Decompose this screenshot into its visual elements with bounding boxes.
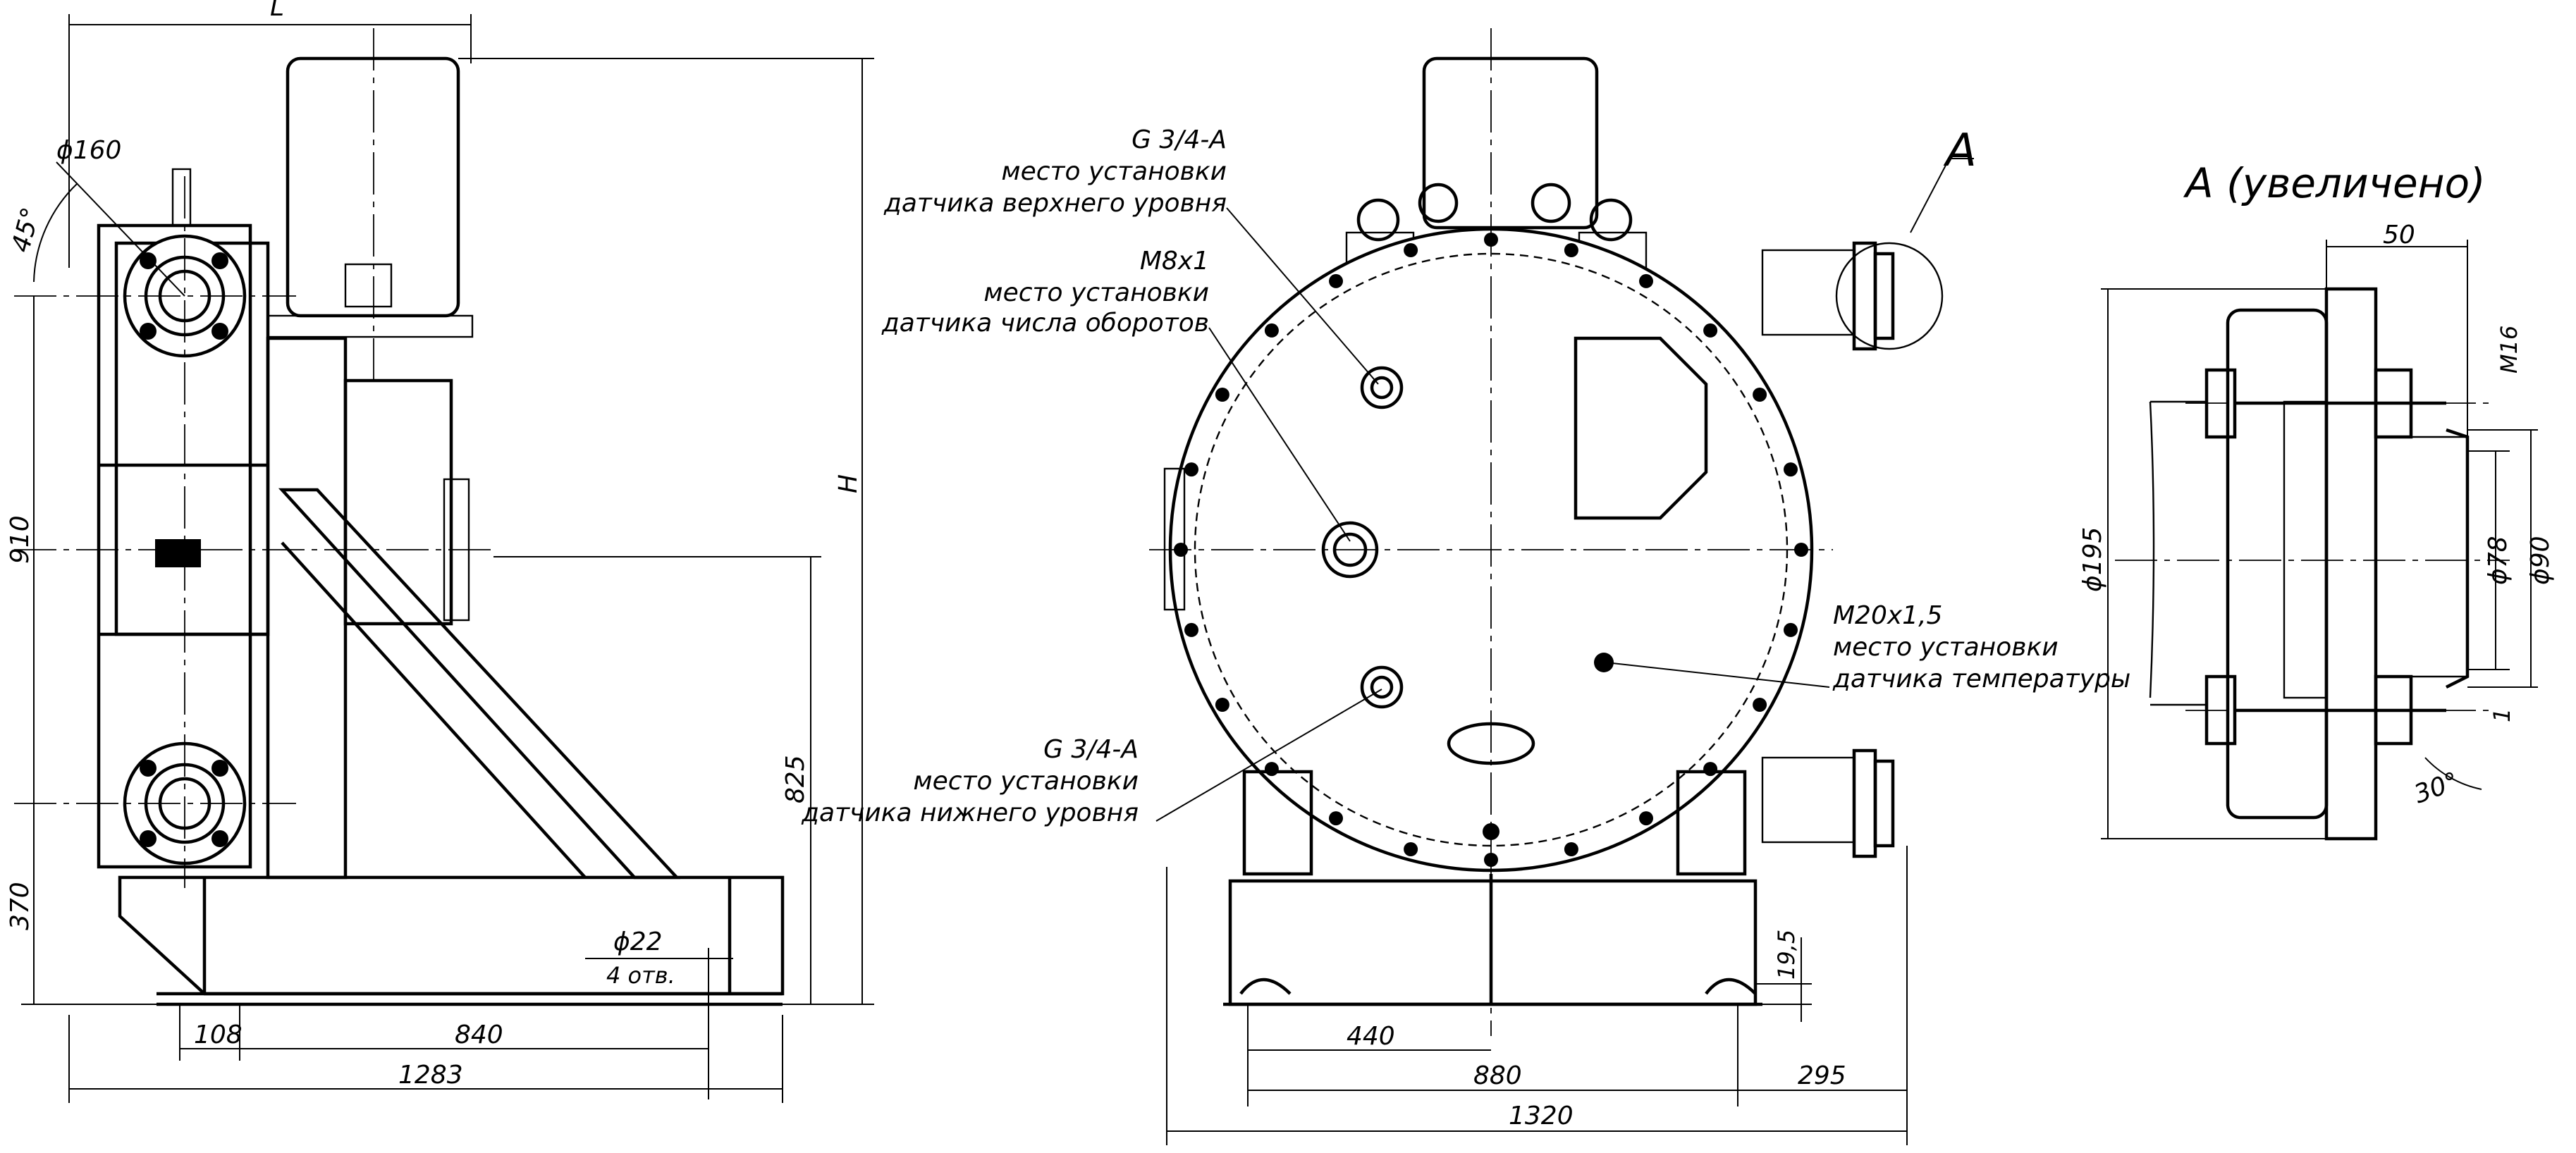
dim-H: H — [834, 474, 863, 493]
rim-bolt — [1184, 622, 1198, 637]
dim-M16: M16 — [2496, 326, 2522, 374]
dim-1320: 1320 — [1509, 1102, 1574, 1130]
gearbox — [343, 378, 453, 626]
label-upper-sensor: G 3/4-A место установки датчика верхнего… — [883, 125, 1227, 218]
nameplate — [155, 539, 201, 567]
dim-19-5: 19,5 — [1773, 930, 1800, 980]
mating-flange — [2324, 287, 2378, 841]
rim-bolt — [1753, 388, 1767, 402]
svg-text:место установки: место установки — [983, 278, 1209, 307]
svg-text:датчика нижнего уровня: датчика нижнего уровня — [801, 799, 1139, 827]
dim-295: 295 — [1798, 1061, 1846, 1090]
detail-view-A: A (увеличено) — [2078, 159, 2555, 841]
detail-A-circle — [1835, 242, 1944, 350]
dim-phi195: ϕ195 — [2078, 527, 2107, 592]
dim-1: 1 — [2489, 708, 2515, 722]
view-marker-A: A — [1943, 125, 1977, 177]
dim-45deg: 45° — [6, 204, 46, 255]
dim-825: 825 — [781, 755, 810, 803]
detail-title: A (увеличено) — [2183, 159, 2486, 207]
dim-910: 910 — [6, 515, 35, 564]
dim-phi160: ϕ160 — [56, 136, 121, 165]
svg-text:датчика числа оборотов: датчика числа оборотов — [881, 309, 1209, 338]
rim-bolt — [1404, 842, 1418, 856]
rim-bolt — [1703, 323, 1718, 338]
rim-bolt — [1264, 762, 1279, 777]
rim-bolt — [1784, 462, 1798, 477]
svg-text:место установки: место установки — [1833, 633, 2059, 662]
svg-text:место установки: место установки — [913, 767, 1139, 796]
rim-bolt — [1753, 698, 1767, 712]
rim-bolt — [1264, 323, 1279, 338]
rim-bolt — [1639, 811, 1653, 826]
rim-bolt — [1564, 243, 1578, 257]
terminal-box — [344, 263, 393, 308]
dim-phi90: ϕ90 — [2526, 536, 2555, 585]
dim-30deg: 30° — [2410, 767, 2462, 809]
inspection-hatch — [1574, 336, 1708, 520]
rim-bolt — [1329, 811, 1343, 826]
svg-text:G 3/4-A: G 3/4-A — [1043, 735, 1139, 764]
base-frame — [118, 875, 785, 996]
rim-bolt — [1329, 273, 1343, 288]
base-front — [1228, 879, 1758, 1006]
dim-370: 370 — [6, 882, 35, 930]
front-view: G 3/4-A место установки датчика верхнего… — [801, 28, 2130, 1145]
frame-brace — [278, 488, 681, 880]
motor-housing — [286, 56, 460, 318]
svg-text:датчика температуры: датчика температуры — [1832, 665, 2130, 693]
svg-text:G 3/4-A: G 3/4-A — [1131, 125, 1227, 154]
dim-108: 108 — [194, 1021, 243, 1049]
rim-bolt — [1215, 698, 1229, 712]
dim-840: 840 — [455, 1021, 503, 1049]
dim-1283: 1283 — [398, 1061, 463, 1090]
dim-L: L — [270, 0, 284, 22]
dim-50: 50 — [2383, 221, 2415, 249]
dim-880: 880 — [1473, 1061, 1522, 1090]
rim-bolt — [1639, 273, 1653, 288]
dim-440: 440 — [1347, 1022, 1395, 1051]
svg-text:датчика верхнего уровня: датчика верхнего уровня — [883, 189, 1227, 218]
dim-phi22: ϕ22 — [613, 927, 663, 956]
svg-text:место установки: место установки — [1001, 157, 1227, 186]
hose-flange — [2226, 308, 2329, 820]
rim-bolt — [1703, 762, 1718, 777]
rim-bolt — [1784, 622, 1798, 637]
motor-housing-front — [1422, 56, 1599, 230]
label-temp-sensor: M20x1,5 место установки датчика температ… — [1832, 601, 2130, 693]
label-speed-sensor: M8x1 место установки датчика числа оборо… — [881, 247, 1209, 338]
rim-bolt — [1215, 388, 1229, 402]
rim-bolt — [1564, 842, 1578, 856]
side-view: L H ϕ160 45° 910 370 825 ϕ22 4 отв. 108 … — [6, 0, 874, 1103]
rim-bolt — [1184, 462, 1198, 477]
frame-column — [266, 336, 348, 880]
svg-text:M20x1,5: M20x1,5 — [1833, 601, 1942, 630]
rim-bolt — [1404, 243, 1418, 257]
svg-text:M8x1: M8x1 — [1140, 247, 1209, 276]
motor-flange — [266, 314, 474, 338]
dim-phi78: ϕ78 — [2484, 536, 2513, 585]
dim-holes: 4 отв. — [606, 962, 675, 989]
label-lower-sensor: G 3/4-A место установки датчика нижнего … — [801, 735, 1139, 827]
